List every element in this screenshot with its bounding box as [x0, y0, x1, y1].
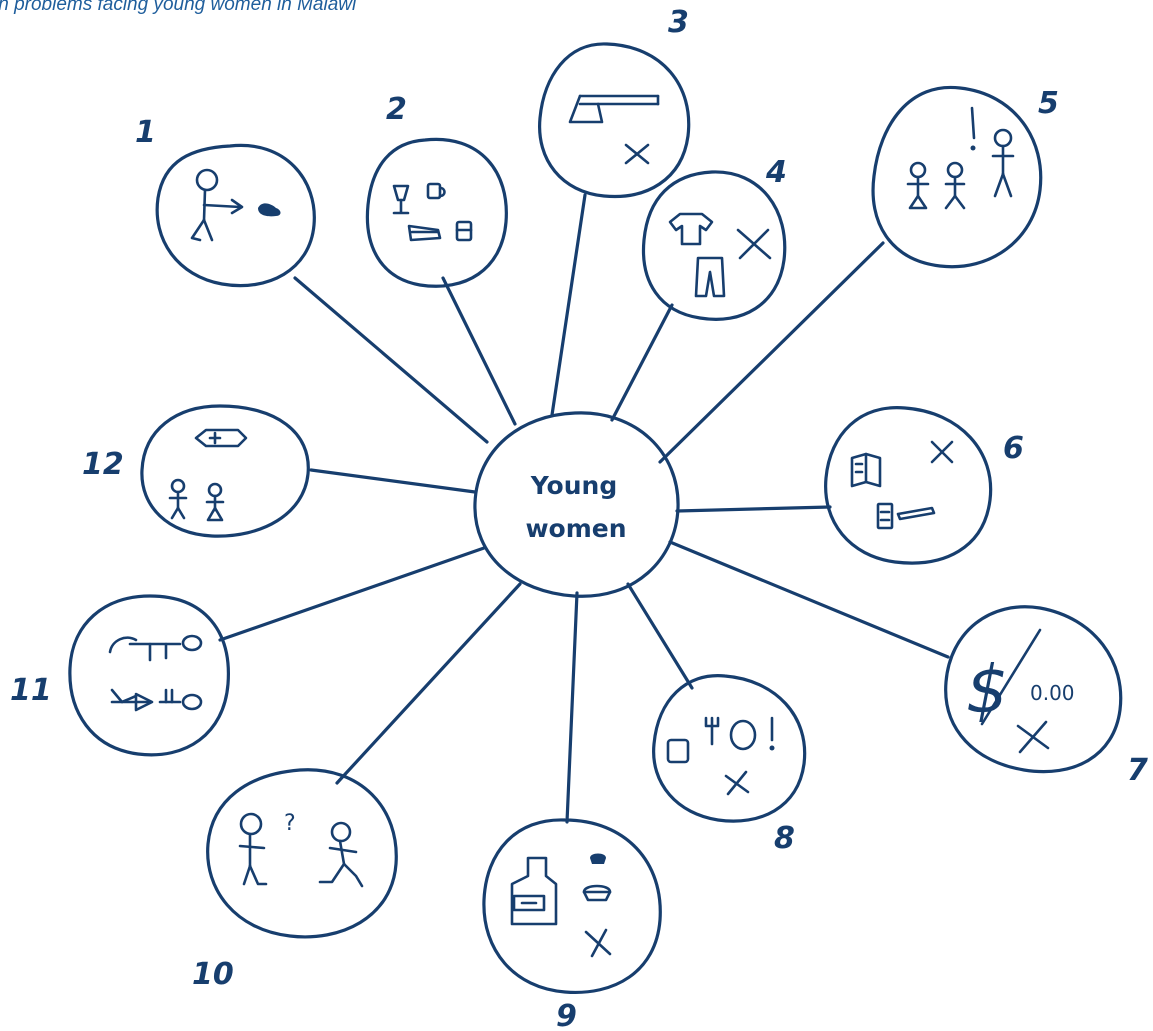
problem-circle-2	[365, 137, 508, 288]
problem-circle-7	[944, 605, 1123, 774]
problem-circle-5	[871, 85, 1043, 269]
problem-number-4: 4	[765, 155, 787, 190]
problem-circle-8	[652, 674, 807, 823]
problem-circle-11	[68, 594, 230, 757]
problem-node-8: 8	[652, 674, 807, 856]
connector-9	[565, 591, 579, 824]
connector-1	[293, 276, 489, 444]
problem-node-1: 1	[135, 115, 316, 288]
connectors	[218, 193, 950, 824]
money-amount: 0.00	[1030, 681, 1075, 705]
connector-8	[626, 582, 694, 690]
problem-number-1: 1	[135, 115, 156, 150]
problem-number-7: 7	[1127, 753, 1148, 788]
hoe-tool-icon	[568, 94, 660, 165]
problem-node-5: 5	[871, 85, 1059, 269]
problem-number-8: 8	[774, 821, 795, 856]
center-label-line1: Young	[530, 471, 617, 500]
people-running-icon: ?	[238, 811, 364, 888]
connector-2	[441, 276, 517, 426]
connector-12	[309, 468, 477, 494]
problem-circle-6	[824, 406, 993, 565]
violence-icon	[108, 634, 203, 712]
problem-number-6: 6	[1003, 431, 1024, 466]
food-plate-icon	[666, 716, 775, 796]
problem-node-3: 3	[538, 5, 691, 199]
problem-circle-1	[155, 143, 316, 288]
coffin-children-icon	[168, 428, 248, 522]
problem-node-2: 2	[365, 92, 508, 288]
connector-7	[668, 540, 950, 659]
problem-circle-9	[482, 818, 662, 995]
connector-4	[610, 303, 674, 422]
problem-circle-3	[538, 42, 691, 199]
problem-number-9: 9	[556, 999, 577, 1031]
connector-3	[550, 193, 587, 417]
people-arguing-icon	[906, 106, 1015, 210]
problem-number-2: 2	[386, 92, 407, 127]
problem-circle-4	[641, 170, 787, 321]
caption: in problems facing young women in Malawi	[0, 0, 357, 15]
problem-number-5: 5	[1038, 86, 1059, 121]
problem-node-11: 11	[10, 594, 230, 757]
problem-node-12: 12	[82, 404, 310, 538]
connector-5	[658, 241, 885, 464]
bottle-pots-icon	[510, 853, 612, 958]
center-circle	[473, 411, 680, 598]
problem-node-9: 9	[482, 818, 662, 1031]
center-label-line2: women	[525, 514, 626, 543]
drinks-cigarettes-icon	[392, 182, 473, 242]
connector-10	[335, 582, 522, 785]
money-zero-icon: $ 0.00	[966, 628, 1075, 754]
problem-node-4: 4	[641, 155, 787, 321]
problem-node-6: 6	[824, 406, 1024, 565]
question-mark-icon: ?	[284, 811, 296, 836]
problem-number-3: 3	[668, 5, 689, 40]
center-node: Young women	[473, 411, 680, 598]
connector-6	[675, 505, 832, 513]
problem-circle-12	[140, 404, 310, 538]
problem-number-10: 10	[192, 957, 234, 992]
problem-number-12: 12	[82, 447, 124, 482]
clothing-icon	[668, 212, 772, 298]
connector-11	[218, 546, 486, 642]
books-school-icon	[850, 440, 954, 530]
problem-node-7: $ 0.00 7	[944, 605, 1148, 788]
problem-number-11: 11	[10, 673, 52, 708]
problem-node-10: ? 10	[192, 768, 398, 992]
problem-circle-10	[206, 768, 398, 939]
kicking-person-icon	[190, 168, 281, 242]
